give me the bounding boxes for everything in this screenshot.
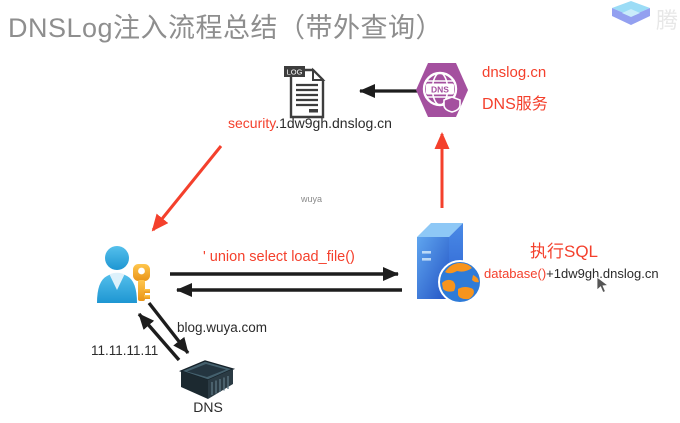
arrow-attacker-to-localdns: [147, 301, 190, 355]
person-head: [105, 246, 129, 270]
dns-hexagon-icon: DNS: [416, 63, 468, 117]
dnsbox-top-inset: [187, 364, 226, 377]
log-badge: [284, 66, 305, 77]
server-top-face: [417, 223, 463, 237]
arrow-localdns-to-attacker: [137, 312, 181, 362]
execute-sql-label: 执行SQL: [530, 242, 599, 261]
brand-clipped-text: 腾: [656, 8, 679, 33]
key-glyph: [133, 264, 150, 301]
document-footer-bar: [309, 109, 318, 113]
dns-ribbon: [426, 83, 454, 95]
log-badge-text: LOG: [287, 68, 303, 77]
dnsbox-vents: [211, 376, 229, 395]
server-globe-icon: [417, 223, 482, 304]
person-collar: [109, 272, 125, 290]
dns-box-icon: [179, 360, 236, 399]
dnsbox-left-face: [181, 371, 208, 399]
dns-service-name: dnslog.cn: [482, 64, 547, 81]
user-key-icon: [97, 246, 150, 303]
page-title: DNSLog注入流程总结（带外查询）: [8, 13, 444, 43]
logfile-caption-suffix: .1dw9gh.dnslog.cn: [275, 115, 392, 131]
document-fold-corner: [312, 67, 326, 81]
injection-payload-text: ' union select load_file(): [203, 249, 355, 265]
document-text-lines: [296, 83, 318, 107]
mouse-cursor-icon: [596, 276, 609, 294]
cursor-pointer-shape: [596, 276, 609, 294]
logfile-caption: security.1dw9gh.dnslog.cn: [228, 115, 392, 131]
arrow-red-log-to-attacker: [151, 145, 223, 232]
payload-suffix: +1dw9gh.dnslog.cn: [546, 266, 659, 281]
tencent-classroom-logo: [612, 1, 650, 25]
logo-top-face: [612, 1, 650, 16]
payload-domain-text: database()+1dw9gh.dnslog.cn: [484, 266, 659, 281]
log-file-icon: LOG: [284, 66, 326, 119]
dns-ribbon-text: DNS: [431, 85, 449, 95]
dns-query-domain: blog.wuya.com: [177, 320, 268, 335]
payload-function: database(): [484, 266, 547, 281]
server-vents: [422, 251, 431, 261]
globe-earth: [438, 260, 482, 304]
dns-service-label: DNS服务: [482, 96, 548, 113]
watermark-text: wuya: [301, 194, 323, 204]
globe-shield-badge: [443, 96, 461, 113]
local-dns-label: DNS: [193, 399, 223, 415]
logo-inner-face: [622, 9, 640, 17]
dns-resolved-ip: 11.11.11.11: [91, 343, 159, 358]
logfile-caption-subdomain: security: [228, 115, 276, 131]
